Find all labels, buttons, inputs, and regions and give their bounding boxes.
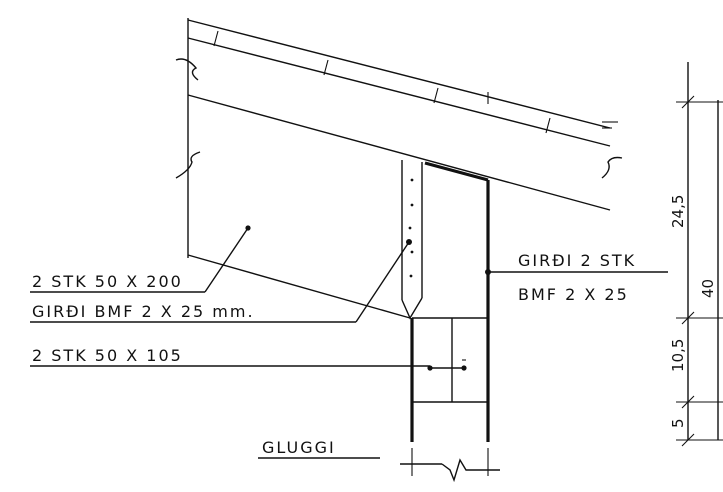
window-dimension bbox=[400, 448, 500, 483]
label-nailing-plate: GIRÐI BMF 2 X 25 mm. bbox=[32, 302, 255, 321]
bolt-dot bbox=[461, 365, 467, 371]
rafter-lower-edge bbox=[187, 94, 611, 211]
bolt-dot bbox=[427, 365, 433, 371]
dim-upper: 24,5 bbox=[669, 195, 687, 228]
dim-slash bbox=[681, 433, 695, 447]
label-plate-right-2: BMF 2 X 25 bbox=[518, 285, 629, 304]
break-line-right bbox=[601, 156, 623, 179]
break-line-bottom bbox=[441, 458, 500, 483]
board-tick bbox=[323, 59, 329, 76]
label-window: GLUGGI bbox=[262, 438, 336, 457]
label-plate-right-1: GIRÐI 2 STK bbox=[518, 251, 636, 270]
label-post: 2 STK 50 X 105 bbox=[32, 346, 183, 365]
board-tick bbox=[213, 30, 219, 47]
dim-slash bbox=[681, 311, 695, 325]
dimension-chain bbox=[676, 62, 723, 447]
break-line-left-mid bbox=[175, 151, 201, 179]
leaders bbox=[30, 225, 668, 459]
dim-total: 40 bbox=[699, 279, 717, 298]
board-tick bbox=[433, 87, 439, 104]
joist-bottom-edge bbox=[187, 254, 411, 319]
label-joist: 2 STK 50 X 200 bbox=[32, 272, 183, 291]
nail-dot bbox=[408, 226, 412, 230]
label-dot bbox=[245, 225, 251, 231]
beam-top-heavy bbox=[424, 161, 489, 182]
roof-top-edge bbox=[187, 19, 611, 129]
dim-slash bbox=[681, 395, 695, 409]
leader-plate bbox=[355, 241, 410, 323]
header-beam bbox=[410, 161, 491, 442]
dim-middle: 10,5 bbox=[669, 339, 687, 372]
nailing-plate bbox=[401, 160, 423, 320]
leader-joist bbox=[204, 227, 249, 293]
roof-board-edge bbox=[187, 37, 611, 147]
board-tick bbox=[545, 117, 551, 134]
nail-dot bbox=[410, 203, 414, 207]
dim-slash bbox=[681, 95, 695, 109]
plate-tip bbox=[401, 297, 423, 320]
post-block bbox=[412, 317, 488, 403]
roof-assembly bbox=[175, 18, 623, 319]
break-line-left-top bbox=[175, 58, 199, 81]
nail-dot bbox=[409, 274, 413, 278]
dim-lower: 5 bbox=[669, 418, 687, 428]
nail-dot bbox=[410, 250, 414, 254]
nail-dot bbox=[410, 178, 414, 182]
